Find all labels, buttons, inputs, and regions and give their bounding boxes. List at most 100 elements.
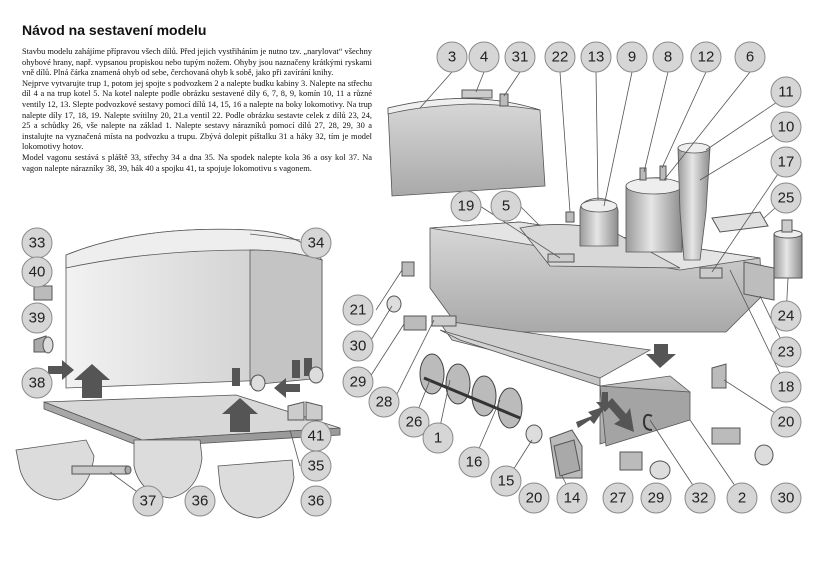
loco-steam-dome-top	[625, 177, 683, 195]
loco-part-27	[619, 451, 643, 471]
svg-text:5: 5	[502, 198, 510, 215]
loco-chimney	[677, 147, 711, 261]
label-bubble: 38	[21, 367, 53, 399]
svg-text:40: 40	[29, 264, 46, 281]
loco-part-25	[711, 211, 769, 233]
loco-part-31	[499, 93, 509, 107]
svg-text:4: 4	[480, 49, 488, 66]
svg-text:35: 35	[308, 458, 325, 475]
svg-text:30: 30	[350, 338, 367, 355]
svg-text:29: 29	[648, 490, 665, 507]
svg-text:39: 39	[29, 310, 46, 327]
svg-text:28: 28	[376, 394, 393, 411]
label-bubble: 18	[770, 371, 802, 403]
arrow-left	[274, 378, 300, 398]
wagon-end-window	[304, 358, 312, 376]
wagon-axle	[71, 465, 129, 475]
label-bubble: 23	[770, 336, 802, 368]
wagon-buffer	[308, 366, 324, 384]
label-bubble: 28	[368, 386, 400, 418]
wagon-part-39b	[42, 336, 54, 354]
loco-part-23	[743, 261, 775, 301]
svg-text:19: 19	[458, 198, 475, 215]
label-bubble: 22	[544, 41, 576, 73]
svg-text:31: 31	[512, 49, 529, 66]
svg-text:36: 36	[192, 493, 209, 510]
label-bubble: 30	[770, 482, 802, 514]
loco-chimney-top	[677, 142, 711, 154]
instructions-paragraph-1: Stavbu modelu zahájíme přípravou všech d…	[22, 47, 372, 78]
label-bubble: 33	[21, 227, 53, 259]
label-bubble: 20	[770, 406, 802, 438]
svg-text:13: 13	[588, 49, 605, 66]
svg-text:18: 18	[778, 379, 795, 396]
locomotive-drawing	[386, 89, 803, 480]
svg-text:20: 20	[526, 490, 543, 507]
label-bubble: 17	[770, 146, 802, 178]
label-bubble: 37	[132, 485, 164, 517]
label-bubble: 19	[450, 190, 482, 222]
loco-dome-top	[580, 199, 618, 213]
arrow-up	[74, 364, 110, 398]
svg-text:14: 14	[564, 490, 581, 507]
label-bubble: 8	[652, 41, 684, 73]
loco-part-15	[525, 424, 543, 444]
svg-text:32: 32	[692, 490, 709, 507]
wagon-wheelset	[217, 459, 295, 519]
wagon-axle-end	[124, 465, 132, 475]
loco-cab	[387, 98, 546, 197]
label-bubble: 36	[184, 485, 216, 517]
svg-text:20: 20	[778, 414, 795, 431]
svg-text:11: 11	[778, 84, 794, 101]
label-bubble: 12	[690, 41, 722, 73]
label-bubble: 25	[770, 182, 802, 214]
wagon-wheelset	[133, 439, 203, 499]
loco-part-17	[699, 267, 723, 279]
label-bubble: 14	[556, 482, 588, 514]
label-bubble: 29	[342, 366, 374, 398]
label-bubble: 31	[504, 41, 536, 73]
wagon-drawing	[15, 228, 341, 519]
label-bubble: 40	[21, 256, 53, 288]
label-bubble: 29	[640, 482, 672, 514]
label-bubble: 3	[436, 41, 468, 73]
loco-part-30	[386, 295, 402, 313]
svg-text:1: 1	[434, 430, 442, 447]
svg-text:29: 29	[350, 374, 367, 391]
loco-part-29	[649, 460, 671, 480]
label-bubble: 20	[518, 482, 550, 514]
loco-part-21	[401, 261, 415, 277]
wagon-end-window	[232, 368, 240, 386]
label-bubble: 41	[300, 420, 332, 452]
loco-part-28	[403, 315, 427, 331]
svg-text:34: 34	[308, 235, 325, 252]
label-bubble: 15	[490, 465, 522, 497]
svg-text:24: 24	[778, 308, 795, 325]
arrow-diag	[606, 398, 634, 432]
svg-text:25: 25	[778, 190, 795, 207]
svg-text:6: 6	[746, 49, 754, 66]
svg-text:10: 10	[778, 119, 795, 136]
instructions-text: Stavbu modelu zahájíme přípravou všech d…	[22, 47, 372, 174]
svg-text:15: 15	[498, 473, 515, 490]
loco-part-24	[773, 233, 803, 279]
label-bubble: 2	[726, 482, 758, 514]
loco-wheels	[419, 353, 523, 429]
arrow-up	[596, 392, 614, 412]
label-bubble: 27	[602, 482, 634, 514]
label-bubble: 26	[398, 406, 430, 438]
svg-text:16: 16	[466, 454, 483, 471]
loco-hook-32	[642, 413, 653, 431]
loco-valve-13	[659, 165, 667, 181]
svg-text:17: 17	[778, 154, 795, 171]
svg-text:12: 12	[698, 49, 715, 66]
svg-text:38: 38	[29, 375, 46, 392]
label-bubble: 35	[300, 450, 332, 482]
svg-text:22: 22	[552, 49, 569, 66]
instructions-paragraph-3: Model vagonu sestává s pláště 33, střech…	[22, 152, 372, 173]
loco-part-20-left	[553, 439, 581, 477]
label-bubble: 11	[770, 76, 802, 108]
loco-part-27b	[711, 427, 741, 445]
svg-text:36: 36	[308, 493, 325, 510]
wagon-part-40	[33, 285, 53, 301]
